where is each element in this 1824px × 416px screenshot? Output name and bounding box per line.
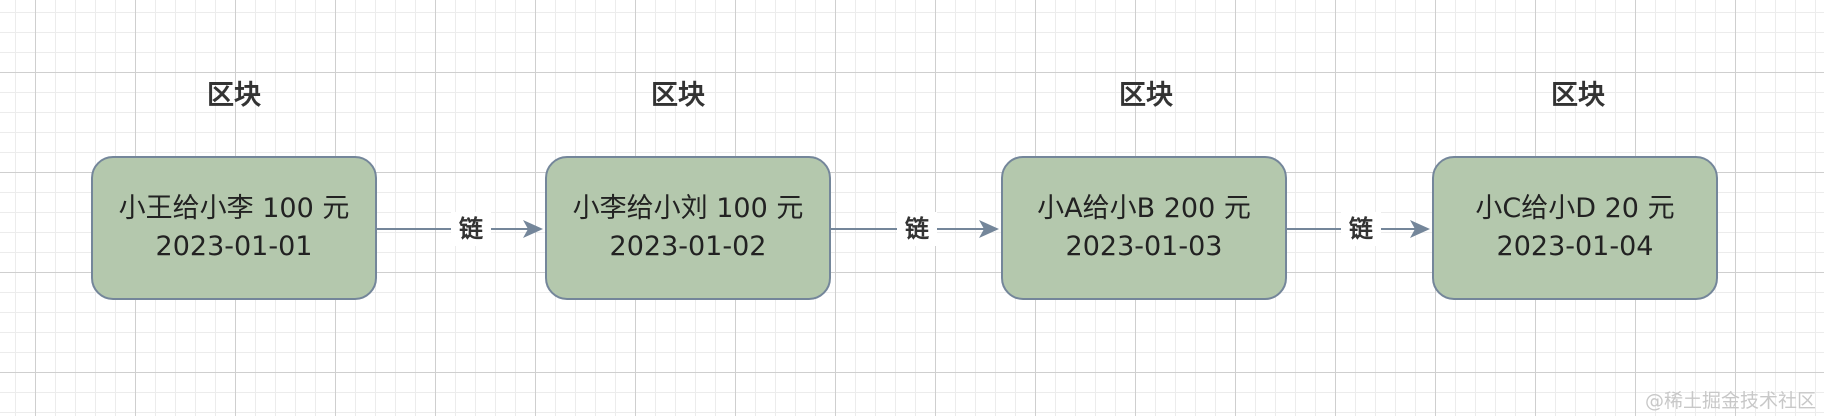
watermark: @稀土掘金技术社区	[1644, 390, 1816, 412]
block-node-2: 小李给小刘 100 元 2023-01-02	[545, 156, 831, 300]
block-transaction-4: 小C给小D 20 元	[1475, 193, 1675, 224]
block-title-2: 区块	[651, 80, 705, 111]
block-title-1: 区块	[207, 80, 261, 111]
chain-label-2: 链	[897, 212, 937, 246]
block-node-4: 小C给小D 20 元 2023-01-04	[1432, 156, 1718, 300]
block-transaction-1: 小王给小李 100 元	[118, 193, 350, 224]
block-node-1: 小王给小李 100 元 2023-01-01	[91, 156, 377, 300]
block-title-3: 区块	[1119, 80, 1173, 111]
chain-label-3: 链	[1341, 212, 1381, 246]
block-date-2: 2023-01-02	[609, 231, 767, 262]
block-date-1: 2023-01-01	[155, 231, 313, 262]
block-date-4: 2023-01-04	[1496, 231, 1654, 262]
block-date-3: 2023-01-03	[1065, 231, 1223, 262]
block-node-3: 小A给小B 200 元 2023-01-03	[1001, 156, 1287, 300]
chain-label-1: 链	[451, 212, 491, 246]
block-transaction-3: 小A给小B 200 元	[1037, 193, 1251, 224]
block-transaction-2: 小李给小刘 100 元	[572, 193, 804, 224]
block-title-4: 区块	[1551, 80, 1605, 111]
